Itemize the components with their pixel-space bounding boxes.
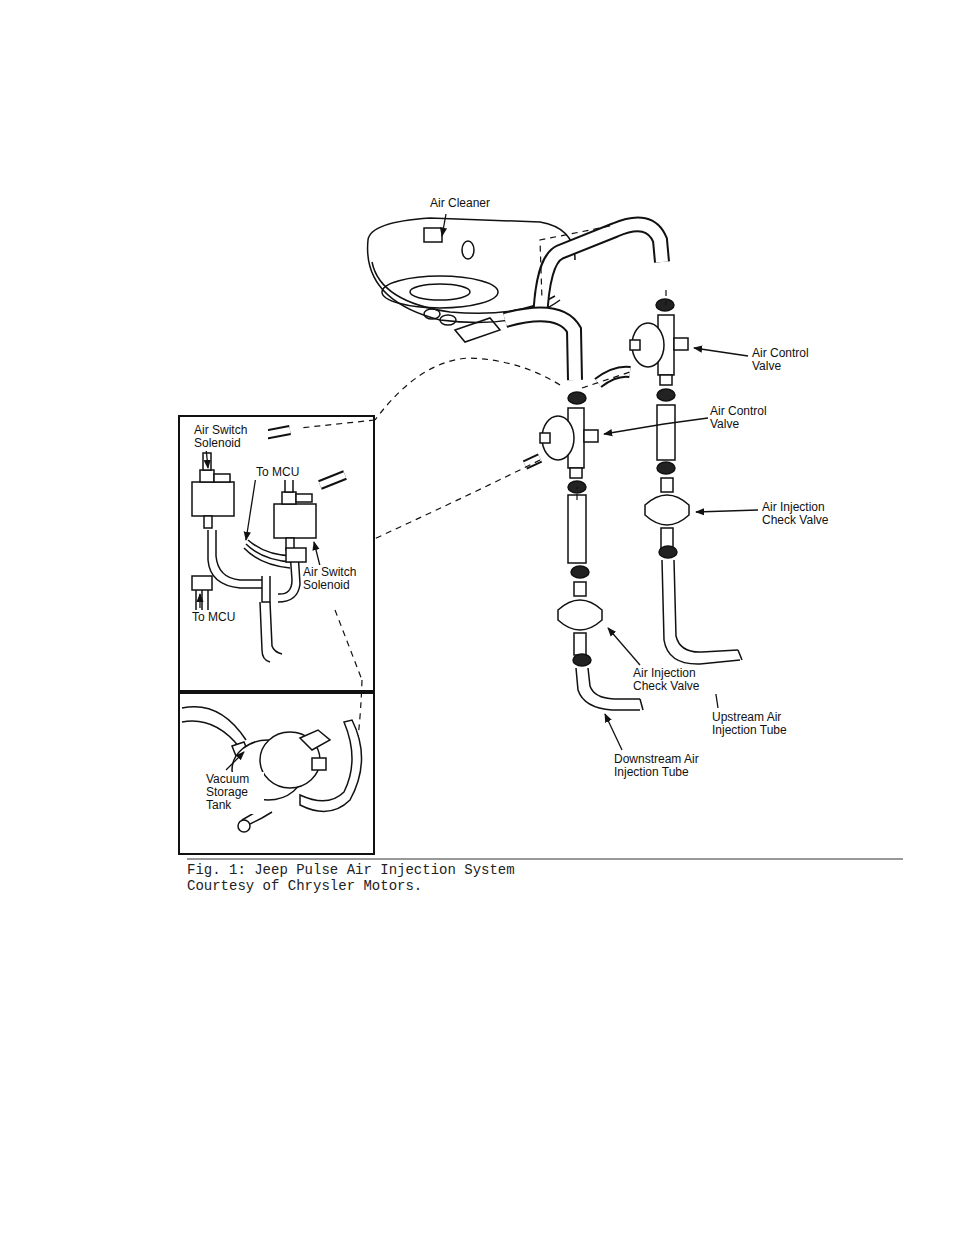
- figure-caption: Fig. 1: Jeep Pulse Air Injection System …: [187, 862, 532, 894]
- injection-tubes: [573, 546, 742, 710]
- check-valve: [645, 478, 689, 550]
- hose-clamps: [568, 299, 675, 578]
- air-control-valve: [540, 408, 598, 478]
- vacuum-storage-tank: [182, 707, 362, 832]
- panel-box: Vacuum Storage Tank: [178, 692, 375, 855]
- part-label: Air Control Valve: [750, 346, 828, 374]
- part-label: Downstream Air Injection Tube: [612, 752, 722, 780]
- panel-box: Air Switch Solenoid To MCU Air Switch Sole…: [178, 415, 375, 692]
- part-label: Air Switch Solenoid: [192, 423, 268, 451]
- panel-hoses: [192, 530, 306, 662]
- part-label: To MCU: [190, 610, 254, 625]
- leader-lines: [200, 214, 758, 770]
- part-label: Air Switch Solenoid: [301, 565, 371, 593]
- connector-tubes: [568, 405, 675, 563]
- part-label: Air Control Valve: [708, 404, 786, 432]
- routing-dashes: [300, 226, 666, 770]
- air-control-valve: [630, 315, 688, 385]
- check-valve: [558, 582, 602, 655]
- part-label: Air Injection Check Valve: [631, 666, 725, 694]
- caption-rule: [187, 859, 903, 860]
- part-label: Air Cleaner: [428, 196, 522, 211]
- part-label: Air Injection Check Valve: [760, 500, 854, 528]
- part-label: Vacuum Storage Tank: [204, 772, 264, 814]
- air-hoses: [238, 224, 662, 485]
- part-label: Upstream Air Injection Tube: [710, 710, 814, 738]
- part-label: To MCU: [254, 465, 318, 480]
